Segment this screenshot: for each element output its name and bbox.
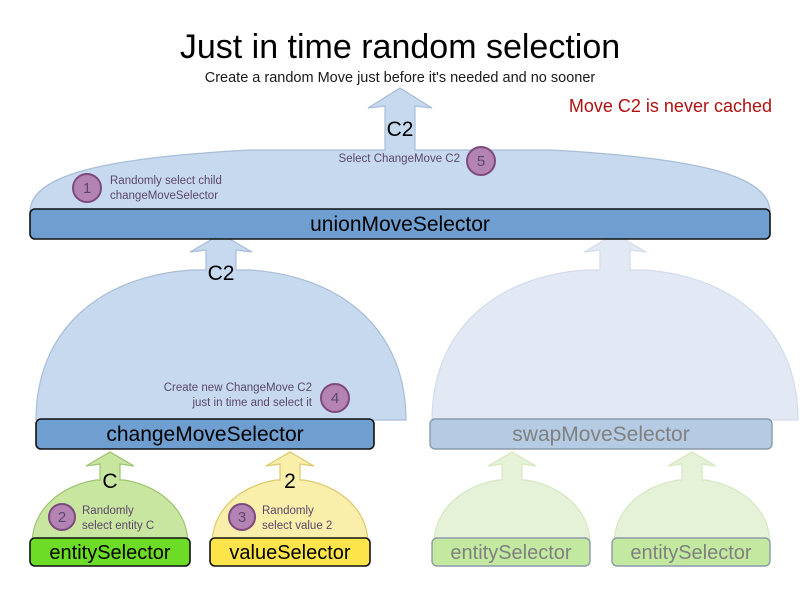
step-badge-5: 5 [466,146,496,176]
flow-label-change-out: C2 [207,262,235,285]
step-note-5: Select ChangeMove C2 [338,153,460,165]
arrow-swap-out [431,233,799,421]
node-box-entity-c[interactable] [29,537,191,567]
flow-label-entity-out: C [102,470,118,493]
step-badge-4: 4 [320,383,350,413]
node-label-entity-c: entitySelector [49,542,171,564]
node-box-union[interactable] [29,208,771,240]
step-note-1: Randomly select child changeMoveSelector [110,175,222,202]
step-badge-2: 2 [48,503,76,531]
node-label-swap-entity-left: entitySelector [450,542,572,564]
node-box-swap-entity-right[interactable] [611,537,771,567]
arrow-swap-entity-left-out [433,451,591,546]
node-box-change[interactable] [35,418,375,450]
flow-label-value-out: 2 [284,470,296,493]
arrow-change-out [35,233,407,421]
node-label-swap-entity-right: entitySelector [630,542,752,564]
step-note-2: Randomly select entity C [82,505,155,532]
step-badge-3: 3 [228,503,256,531]
page-title: Just in time random selection [179,28,621,66]
flow-label-union-out: C2 [386,118,414,141]
node-box-swap-entity-left[interactable] [431,537,591,567]
node-label-change: changeMoveSelector [106,423,304,446]
node-box-swap[interactable] [429,418,773,450]
node-box-value-2[interactable] [209,537,371,567]
step-note-3: Randomly select value 2 [262,505,333,532]
step-note-4: Create new ChangeMove C2 just in time an… [163,382,312,409]
node-label-value-2: valueSelector [229,542,351,564]
arrow-union-out [29,87,771,213]
node-label-swap: swapMoveSelector [512,423,690,446]
step-badge-1: 1 [72,173,102,203]
arrow-swap-entity-right-out [613,451,771,546]
callout-never-cached: Move C2 is never cached [568,96,772,116]
page-subtitle: Create a random Move just before it's ne… [204,70,596,86]
node-label-union: unionMoveSelector [310,213,490,236]
